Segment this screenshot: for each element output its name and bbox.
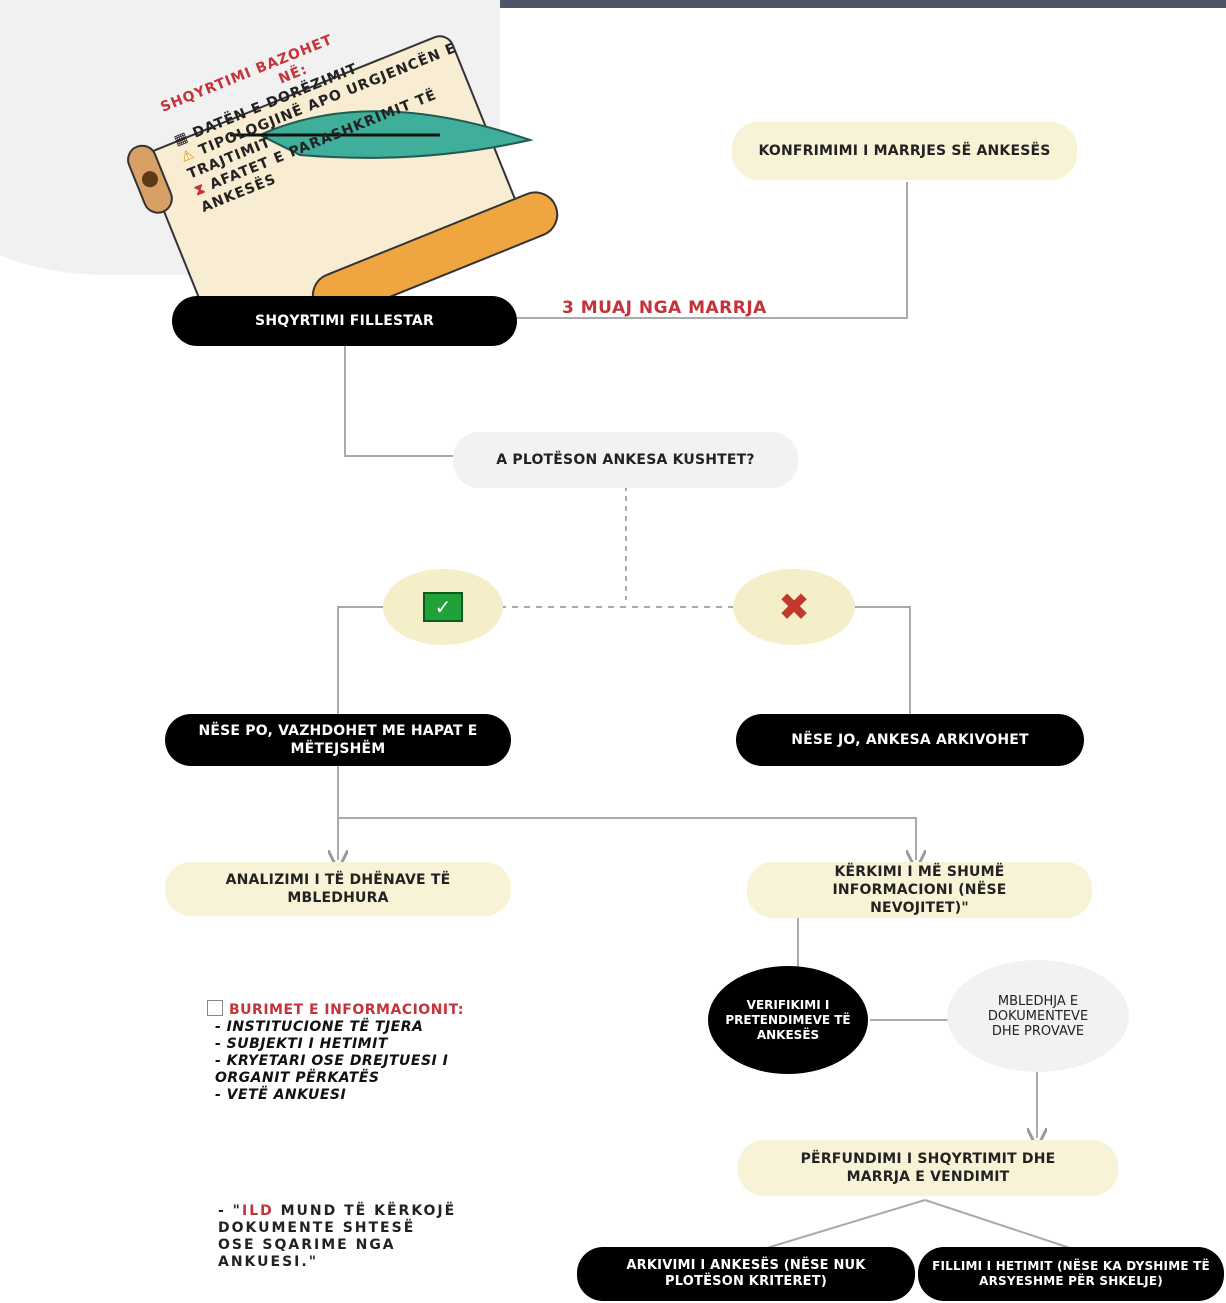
archive-node: ARKIVIMI I ANKESËS (NËSE NUK PLOTËSON KR… [577, 1247, 915, 1301]
line-check-to-yes [337, 606, 385, 715]
yes-marker: ✓ [383, 569, 503, 645]
investigation-node: FILLIMI I HETIMIT (NËSE KA DYSHIME TË AR… [918, 1247, 1224, 1301]
checkmark-icon: ✓ [423, 592, 463, 622]
no-marker: ✖ [733, 569, 855, 645]
source-item: - SUBJEKTI I HETIMIT [215, 1036, 388, 1052]
cross-icon: ✖ [778, 585, 810, 629]
checkbox-icon [207, 1000, 223, 1016]
source-item: - KRYETARI OSE DREJTUESI I ORGANIT PËRKA… [215, 1053, 449, 1086]
scroll-illustration [127, 35, 559, 300]
yes-branch-node: NËSE PO, VAZHDOHET ME HAPAT E MËTEJSHËM [165, 714, 511, 766]
line-confirm-to-review [490, 182, 908, 319]
deadline-label: 3 MUAJ NGA MARRJA [562, 298, 767, 318]
more-info-node: KËRKIMI I MË SHUMË INFORMACIONI (NËSE NE… [747, 862, 1092, 918]
question-node: A PLOTËSON ANKESA KUSHTET? [453, 432, 798, 488]
line-conclusion-to-archive [759, 1199, 926, 1251]
sources-block: BURIMET E INFORMACIONIT: - INSTITUCIONE … [207, 1000, 487, 1104]
analysis-node: ANALIZIMI I TË DHËNAVE TË MBLEDHURA [165, 862, 511, 916]
top-bar [0, 0, 1226, 8]
initial-review-node: SHQYRTIMI FILLESTAR [172, 296, 517, 346]
verification-node: VERIFIKIMI I PRETENDIMEVE TË ANKESËS [708, 966, 868, 1074]
source-item: - INSTITUCIONE TË TJERA [215, 1019, 424, 1035]
no-branch-node: NËSE JO, ANKESA ARKIVOHET [736, 714, 1084, 766]
line-conclusion-to-investigation [924, 1199, 1071, 1249]
conclusion-node: PËRFUNDIMI I SHQYRTIMIT DHE MARRJA E VEN… [738, 1140, 1118, 1196]
collection-node: MBLEDHJA E DOKUMENTEVE DHE PROVAVE [947, 960, 1129, 1072]
sources-title: BURIMET E INFORMACIONIT: [207, 1000, 487, 1019]
confirmation-node: KONFRIMIMI I MARRJES SË ANKESËS [732, 122, 1077, 180]
line-yes-to-moreinfo [338, 817, 916, 860]
quote-note: - "ILD MUND TË KËRKOJË DOKUMENTE SHTESË … [218, 1203, 457, 1270]
line-cross-to-no [855, 606, 911, 715]
line-review-to-question [344, 345, 460, 457]
source-item: - VETË ANKUESI [215, 1087, 347, 1103]
